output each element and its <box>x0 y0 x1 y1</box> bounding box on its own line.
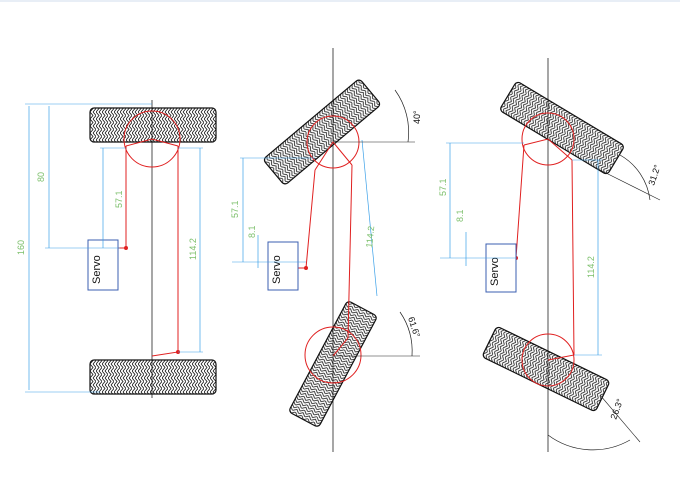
diagram-left-turn: Servo 57.1 8.1 114.2 40° 61.6° <box>230 48 422 452</box>
tie-rod-link <box>151 146 179 357</box>
angle-arc-upper <box>394 89 409 143</box>
dim-57-1: 57.1 <box>230 200 240 218</box>
tire-upper <box>263 79 381 185</box>
diagram-right-turn: Servo 57.1 8.1 114.2 31.2° 26.3° <box>438 58 663 452</box>
sheet-top-edge <box>0 0 680 2</box>
servo-box <box>485 243 517 293</box>
dim-114-line <box>361 139 378 297</box>
pivot-circle-lower <box>521 333 575 387</box>
angle-arc-lower <box>547 434 631 451</box>
servo-arm-link <box>508 144 525 259</box>
pivot-circle-lower <box>304 326 362 384</box>
angle-31-2: 31.2° <box>646 163 662 187</box>
steering-arm <box>523 138 573 161</box>
dim-160: 160 <box>16 240 26 255</box>
tie-rod-link <box>547 159 575 361</box>
angle-26-3: 26.3° <box>608 397 625 421</box>
tire-lower <box>289 301 377 427</box>
servo-label: Servo <box>489 257 501 286</box>
tire-lower <box>89 359 217 395</box>
dim-114-2: 114.2 <box>586 256 596 278</box>
dim-114-2: 114.2 <box>188 238 198 260</box>
dim-8-1: 8.1 <box>247 225 257 238</box>
diagram-straight: Servo 160 80 57.1 114.2 <box>16 100 217 398</box>
dim-80: 80 <box>36 172 46 182</box>
pivot-circle-upper <box>521 112 575 166</box>
angle-ref-lower <box>599 394 641 443</box>
servo-box <box>267 241 299 291</box>
angle-40: 40° <box>412 110 422 124</box>
tire-lower <box>482 326 610 412</box>
angle-arc-upper <box>619 154 651 201</box>
dim-57-1: 57.1 <box>114 190 124 208</box>
servo-pivot <box>124 246 128 250</box>
steering-arm <box>125 138 179 147</box>
angle-arc-lower <box>399 311 413 357</box>
dim-8-1: 8.1 <box>455 209 465 222</box>
servo-box <box>87 239 119 291</box>
dim-57-1: 57.1 <box>438 178 448 196</box>
servo-label: Servo <box>271 255 283 284</box>
tie-rod-link <box>332 164 353 357</box>
pivot-circle <box>123 110 181 168</box>
dim-114-2: 114.2 <box>364 225 376 248</box>
servo-label: Servo <box>91 255 103 284</box>
angle-61-6: 61.6° <box>406 316 422 340</box>
tire-upper <box>500 81 624 175</box>
tire-upper <box>89 107 217 143</box>
servo-pivot <box>304 266 308 270</box>
angle-ref-upper <box>589 164 661 201</box>
